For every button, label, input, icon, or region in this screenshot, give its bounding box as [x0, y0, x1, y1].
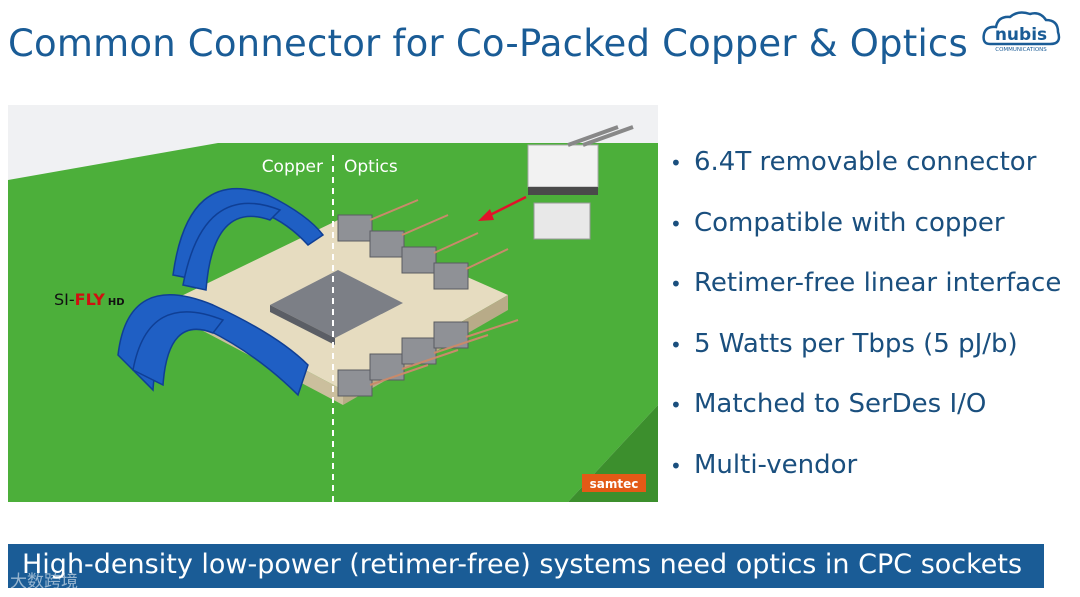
arrow-head: [478, 209, 494, 221]
optic-fibers: [369, 199, 519, 386]
si-fly-hd: HD: [108, 297, 125, 308]
insert-arrow: [485, 195, 527, 219]
optics-label: Optics: [344, 157, 398, 177]
bullet-list: •6.4T removable connector •Compatible wi…: [670, 140, 1061, 504]
slide-title: Common Connector for Co-Packed Copper & …: [8, 22, 968, 65]
bullet-text: 6.4T removable connector: [694, 147, 1037, 177]
logo-name: nubis: [995, 25, 1047, 45]
chip-die: [270, 270, 403, 338]
bullet-item: •5 Watts per Tbps (5 pJ/b): [670, 328, 1018, 359]
bullet-text: Multi-vendor: [694, 449, 858, 480]
optic-modules: [337, 214, 469, 397]
summary-banner: High-density low-power (retimer-free) sy…: [8, 544, 1044, 588]
bullet-item: •Matched to SerDes I/O: [670, 389, 987, 420]
bullet-text: Compatible with copper: [694, 207, 1005, 238]
bullet-text: Matched to SerDes I/O: [694, 389, 987, 420]
copper-label: Copper: [262, 157, 323, 177]
bullet-item: •Compatible with copper: [670, 207, 1005, 238]
logo-sub: COMMUNICATIONS: [995, 47, 1047, 53]
removable-connector: [527, 125, 634, 240]
copper-cable-bundle: [117, 187, 325, 397]
si-fly-prefix: SI-: [54, 290, 75, 309]
watermark: 大数跨境: [10, 572, 78, 592]
bullet-item: •6.4T removable connector: [670, 147, 1037, 177]
samtec-logo-bg: [582, 474, 646, 492]
bullet-item: •Retimer-free linear interface: [670, 268, 1062, 299]
samtec-logo: samtec: [590, 477, 639, 491]
si-fly-fly: FLY: [75, 290, 106, 309]
bullet-item: •Multi-vendor: [670, 449, 858, 480]
nubis-logo: nubis COMMUNICATIONS: [982, 11, 1061, 53]
banner-text: High-density low-power (retimer-free) sy…: [22, 549, 1023, 580]
bullet-text: Retimer-free linear interface: [694, 268, 1062, 299]
bullet-text: 5 Watts per Tbps (5 pJ/b): [694, 328, 1018, 359]
